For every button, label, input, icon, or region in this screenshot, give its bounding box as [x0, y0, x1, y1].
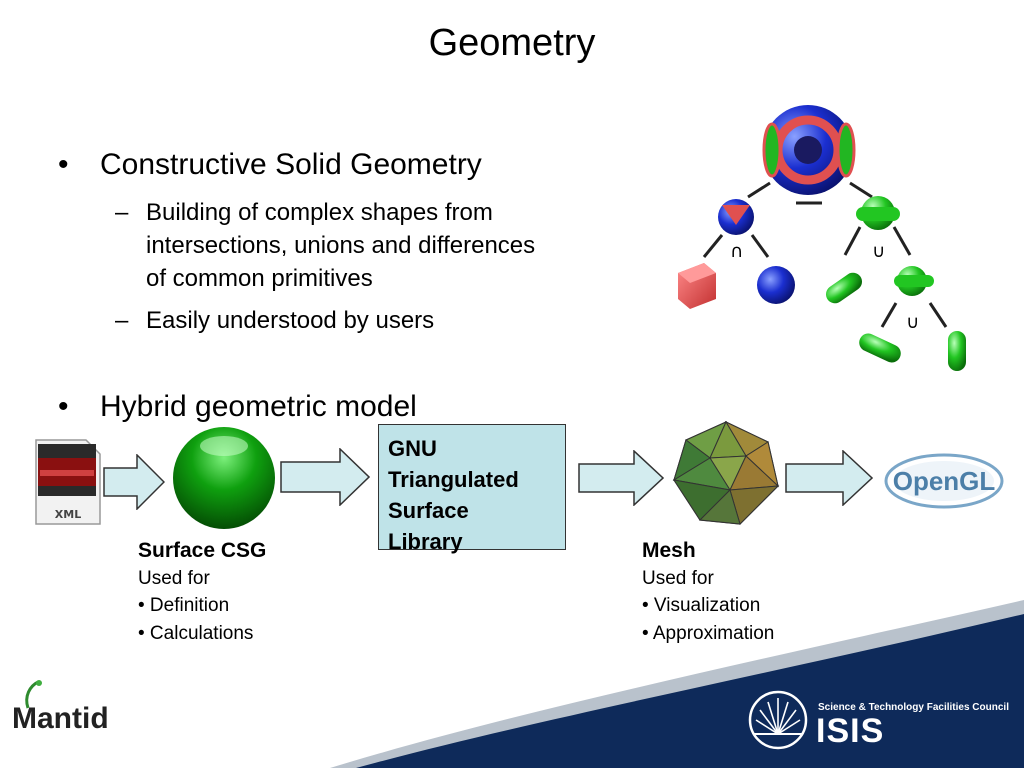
mantid-wordmark: Mantid: [12, 702, 109, 735]
surface-csg-title: Surface CSG: [138, 539, 267, 562]
flow-arrow-icon: [280, 448, 370, 506]
xml-label: XML: [55, 508, 81, 521]
gts-line: GNU: [388, 436, 437, 461]
footer-banner: [330, 600, 1024, 768]
red-cube-icon: [678, 263, 716, 309]
council-name: Science & Technology Facilities Council: [818, 702, 1009, 713]
dash-marker: –: [115, 199, 129, 226]
sub-bullet-line: Easily understood by users: [146, 307, 435, 334]
stfc-sunburst-logo: [748, 690, 808, 750]
bullet-marker: •: [58, 148, 69, 181]
gts-line: Triangulated: [388, 467, 519, 492]
mesh-icosahedron-icon: [672, 420, 780, 525]
sub-bullet-line: Building of complex shapes from: [146, 199, 493, 226]
csg-tree-illustration: ∩ ∪ ∪: [678, 105, 966, 371]
mantid-logo: Mantid: [12, 680, 109, 735]
sub-bullet-line: intersections, unions and differences: [146, 232, 536, 259]
intersection-solid-icon: [718, 199, 754, 235]
flow-arrow-icon: [103, 454, 165, 510]
bullet-hybrid: Hybrid geometric model: [100, 390, 417, 423]
mesh-caption: Mesh Used for • Visualization • Approxim…: [642, 537, 774, 647]
xml-file-icon: XML: [35, 439, 101, 525]
dash-marker: –: [115, 307, 129, 334]
isis-logo-text: ISIS: [816, 712, 885, 750]
surface-csg-item: • Definition: [138, 595, 230, 616]
opengl-logo: OpenGL: [884, 453, 1004, 509]
mesh-item: • Visualization: [642, 595, 761, 616]
flow-arrow-icon: [785, 450, 873, 506]
surface-csg-item: • Calculations: [138, 622, 254, 644]
gts-line: Surface: [388, 498, 469, 523]
green-cylinder-icon: [825, 272, 863, 304]
mesh-title: Mesh: [642, 539, 696, 562]
surface-sphere-icon: [173, 427, 275, 529]
green-cylinder-icon: [948, 331, 966, 371]
intersection-op-label: ∩: [730, 241, 743, 262]
surface-csg-used-for: Used for: [138, 567, 210, 589]
green-cross-icon: [856, 196, 900, 230]
bullet-marker: •: [58, 390, 69, 423]
gts-line: Library: [388, 529, 463, 554]
slide-title: Geometry: [428, 22, 596, 64]
blue-sphere-icon: [757, 266, 795, 304]
mesh-used-for: Used for: [642, 567, 714, 589]
mesh-item: • Approximation: [642, 622, 775, 644]
green-cross-icon: [894, 266, 934, 296]
sub-bullet-line: of common primitives: [146, 265, 373, 292]
union-op-label: ∪: [906, 312, 919, 333]
bullet-csg: Constructive Solid Geometry: [100, 148, 482, 181]
opengl-label: OpenGL: [893, 466, 996, 496]
gts-library-box: GNU Triangulated Surface Library: [378, 424, 566, 554]
union-op-label: ∪: [872, 241, 885, 262]
result-solid-icon: [762, 105, 856, 195]
green-cylinder-icon: [859, 333, 901, 363]
flow-arrow-icon: [578, 450, 664, 506]
surface-csg-caption: Surface CSG Used for • Definition • Calc…: [138, 537, 266, 647]
